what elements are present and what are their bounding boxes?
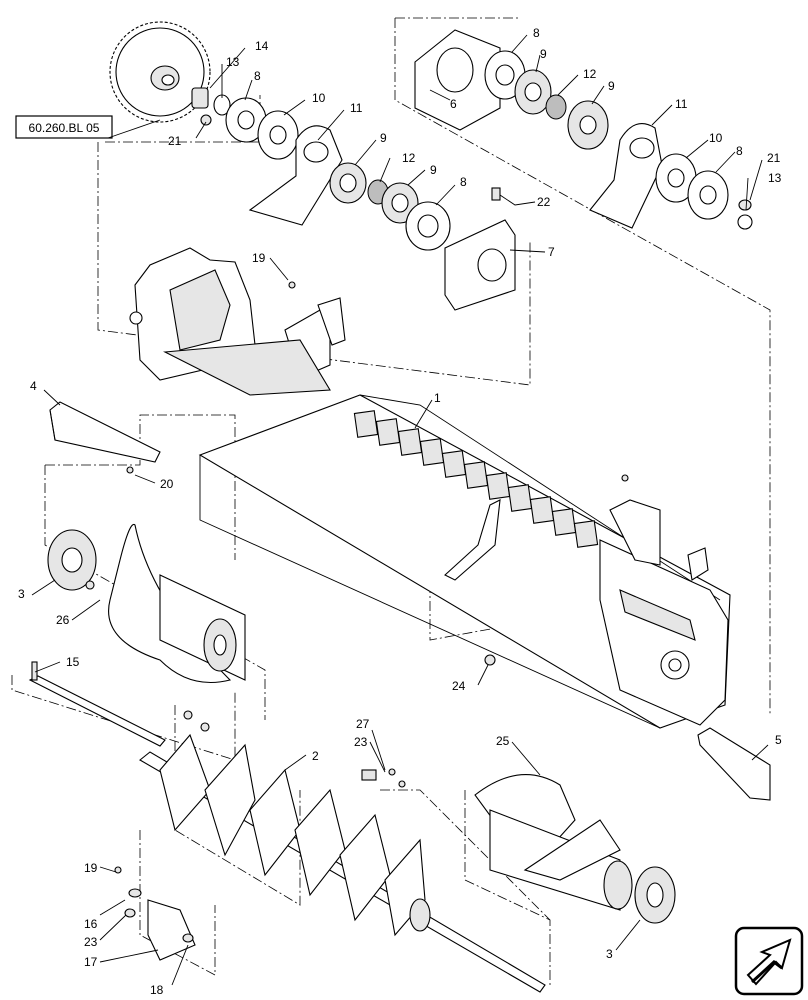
callout-18: 18 (150, 983, 164, 997)
callout-20: 20 (160, 477, 174, 491)
left-bearing-stack (191, 87, 451, 251)
callout-1: 1 (434, 391, 441, 405)
callout-21: 21 (168, 134, 182, 148)
deflector-right (697, 727, 771, 801)
callout-12: 12 (402, 151, 416, 165)
cover-17 (124, 888, 196, 961)
drive-sprocket (109, 21, 211, 123)
callout-8: 8 (254, 69, 261, 83)
callout-9: 9 (608, 79, 615, 93)
shaft-15 (28, 661, 166, 747)
callout-24: 24 (452, 679, 466, 693)
callout-15: 15 (66, 655, 80, 669)
auger-left (47, 523, 246, 684)
reference-box[interactable]: 60.260.BL 05 (15, 115, 113, 139)
callout-26: 26 (56, 613, 70, 627)
callout-3: 3 (606, 947, 613, 961)
callout-5: 5 (775, 733, 782, 747)
callout-9: 9 (430, 163, 437, 177)
callout-8: 8 (460, 175, 467, 189)
main-housing (129, 247, 731, 729)
callout-8: 8 (736, 144, 743, 158)
rotor-2 (139, 733, 546, 993)
callout-10: 10 (709, 131, 723, 145)
arrow-icon[interactable] (734, 926, 804, 996)
callout-16: 16 (84, 917, 98, 931)
callout-11: 11 (675, 97, 688, 111)
callout-21: 21 (767, 151, 781, 165)
bracket-row (353, 410, 599, 548)
hardware (85, 281, 629, 874)
deflector-left (49, 401, 161, 463)
callout-11: 11 (350, 101, 363, 115)
callout-23: 23 (84, 935, 98, 949)
callout-3: 3 (18, 587, 25, 601)
leader-lines (31, 34, 769, 986)
callout-9: 9 (540, 47, 547, 61)
auger-right (474, 774, 676, 924)
callout-22: 22 (537, 195, 551, 209)
right-bearing-stack (414, 29, 753, 311)
callout-13: 13 (226, 55, 240, 69)
callout-14: 14 (255, 39, 269, 53)
callout-19: 19 (84, 861, 98, 875)
callout-25: 25 (496, 734, 510, 748)
callout-7: 7 (548, 245, 555, 259)
callout-17: 17 (84, 955, 98, 969)
callouts: 14 13 8 10 11 21 9 12 9 8 22 7 8 9 6 12 … (18, 26, 782, 997)
callout-23: 23 (354, 735, 368, 749)
callout-10: 10 (312, 91, 326, 105)
callout-13: 13 (768, 171, 782, 185)
reference-label: 60.260.BL 05 (29, 121, 100, 135)
callout-27: 27 (356, 717, 370, 731)
callout-19: 19 (252, 251, 266, 265)
callout-2: 2 (312, 749, 319, 763)
callout-9: 9 (380, 131, 387, 145)
callout-4: 4 (30, 379, 37, 393)
callout-8: 8 (533, 26, 540, 40)
callout-12: 12 (583, 67, 597, 81)
callout-6: 6 (450, 97, 457, 111)
